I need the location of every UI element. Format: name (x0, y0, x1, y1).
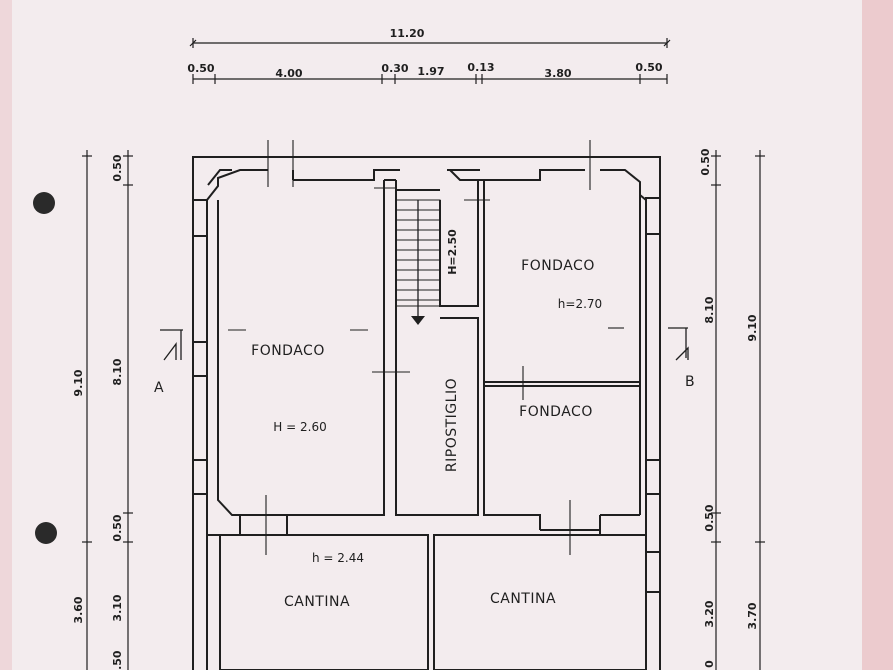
left-edge-stripe (0, 0, 12, 670)
right-dimension-lines (711, 150, 765, 670)
room-fondaco-mid-right: FONDACO (519, 404, 593, 420)
page-edge-stripe (862, 0, 893, 670)
dim-top-seg-2: 4.00 (275, 67, 302, 80)
left-dimension-lines (82, 150, 133, 670)
dim-right-inner-1: 0.50 (699, 148, 712, 175)
dim-right-inner-2: 8.10 (703, 296, 716, 323)
room-cantina-left-height: h = 2.44 (312, 551, 364, 565)
dim-total-width: 11.20 (390, 27, 425, 40)
dim-right-inner-3: 0.50 (703, 504, 716, 531)
dim-left-outer-1: 9.10 (72, 369, 85, 396)
room-ripostiglio: RIPOSTIGLIO (444, 378, 460, 472)
room-fondaco-left-height: H = 2.60 (273, 420, 326, 434)
interior-walls (207, 179, 647, 670)
binder-hole-bottom (35, 522, 57, 544)
top-dimension-lines (189, 38, 671, 84)
dim-left-inner-3: 0.50 (111, 514, 124, 541)
outer-walls (192, 156, 661, 670)
room-fondaco-top-right-height: h=2.70 (558, 297, 602, 311)
dim-left-inner-4: 3.10 (111, 594, 124, 621)
dim-top-seg-1: 0.50 (187, 62, 214, 75)
room-cantina-left: CANTINA (284, 594, 350, 610)
section-label-a: A (154, 380, 164, 396)
section-label-b: B (685, 374, 695, 390)
dim-left-outer-2: 3.60 (72, 596, 85, 623)
dim-left-inner-5: 0.50 (111, 650, 124, 670)
binder-hole-top (33, 192, 55, 214)
opening-marks (228, 140, 624, 555)
dim-top-seg-4: 1.97 (417, 65, 444, 78)
dim-right-inner-4: 3.20 (703, 600, 716, 627)
room-fondaco-top-right: FONDACO (521, 258, 595, 274)
dim-top-seg-3: 0.30 (381, 62, 408, 75)
dim-right-outer-1: 9.10 (746, 314, 759, 341)
dim-right-inner-5: 0 (703, 660, 716, 668)
dim-top-seg-7: 0.50 (635, 61, 662, 74)
room-cantina-right: CANTINA (490, 591, 556, 607)
dim-left-inner-2: 8.10 (111, 358, 124, 385)
room-fondaco-left: FONDACO (251, 343, 325, 359)
dim-left-inner-1: 0.50 (111, 154, 124, 181)
section-marker-left (160, 329, 183, 361)
stair-arrow-icon (411, 316, 425, 325)
dim-top-seg-6: 3.80 (544, 67, 571, 80)
staircase (395, 199, 441, 316)
section-marker-right (668, 327, 689, 361)
dim-top-seg-5: 0.13 (467, 61, 494, 74)
dim-right-outer-2: 3.70 (746, 602, 759, 629)
stair-height-label: H=2.50 (446, 229, 459, 275)
